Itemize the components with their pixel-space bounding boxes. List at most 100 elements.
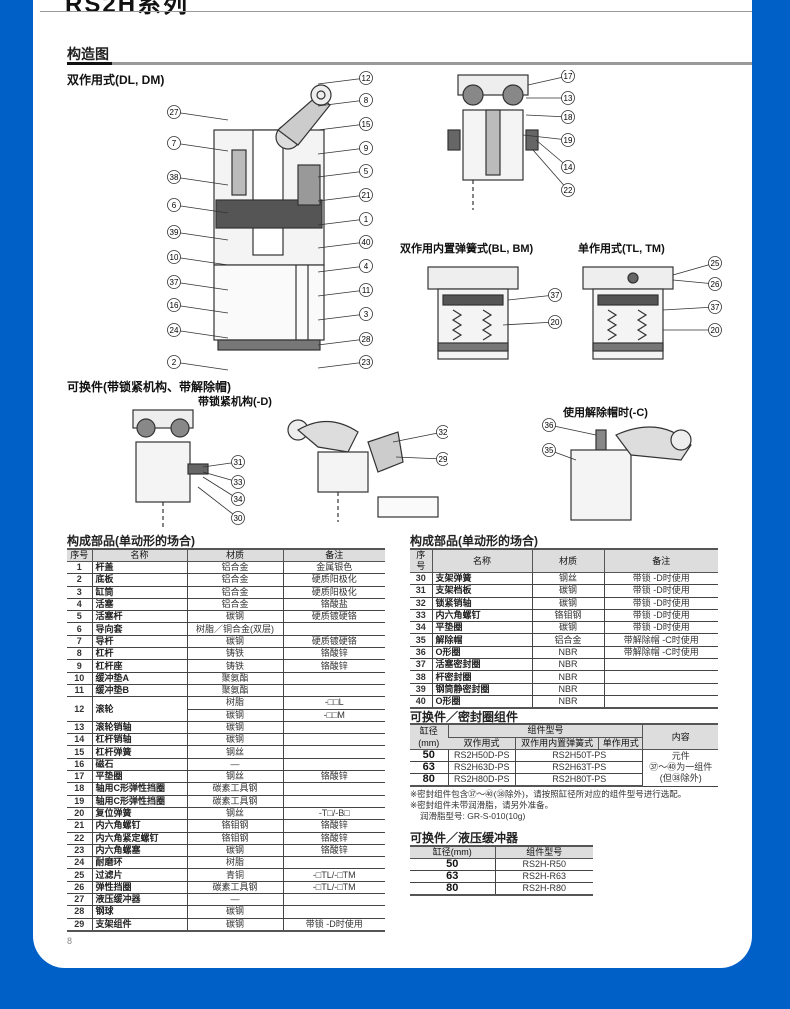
remark: 带解除帽 -C时使用: [603, 646, 718, 660]
part-no: 14: [67, 733, 92, 747]
material: 树脂: [186, 696, 283, 710]
part-no: 18: [67, 782, 92, 796]
part-no: 5: [67, 610, 92, 624]
buffer-model: RS2H-R80: [494, 882, 593, 896]
callout-number: 13: [564, 94, 573, 103]
callout-number: 9: [364, 144, 369, 153]
part-no: 31: [410, 584, 432, 598]
callout-number: 3: [364, 310, 369, 319]
part-no: 15: [67, 745, 92, 759]
part-name: 耐磨环: [91, 856, 187, 870]
callout-circle: [708, 323, 722, 337]
part-no: 1: [67, 561, 92, 575]
part-no: 40: [410, 695, 432, 709]
part-name: 支架组件: [91, 918, 187, 932]
h-bore-unit: (mm): [418, 738, 440, 748]
part-no: 29: [67, 918, 92, 932]
structure-title: 构造图: [67, 46, 109, 62]
callout-circle: [708, 300, 722, 314]
callout-circle: [359, 307, 373, 321]
material: 铝合金: [186, 598, 283, 612]
callout-circle: [359, 259, 373, 273]
callout-circle: [359, 235, 373, 249]
content-line: ㊲～㊵为一组件: [649, 762, 713, 773]
callout-number: 37: [170, 278, 179, 287]
material: 聚氨酯: [186, 684, 283, 698]
col-header: 名称: [431, 548, 532, 573]
callout-circle: [436, 425, 448, 439]
part-name: 内六角螺塞: [91, 844, 187, 858]
remark: 铬酸锌: [282, 770, 385, 784]
material: 碳钢: [531, 597, 604, 610]
col-header: 序号: [67, 548, 92, 562]
leader-line: [395, 456, 444, 460]
material: NBR: [531, 658, 604, 672]
callout-circle: [359, 332, 373, 346]
part-no: 32: [410, 597, 432, 610]
part-name: 杠杆: [91, 647, 187, 661]
da-model: RS2H63D-PS: [447, 761, 516, 774]
part-no: 37: [410, 658, 432, 672]
callout-circle: [167, 170, 181, 184]
callout-number: 16: [170, 301, 179, 310]
leader-line: [317, 123, 367, 131]
callout-number: 19: [564, 136, 573, 145]
part-name: 导杆: [91, 635, 187, 649]
callout-circle: [561, 133, 575, 147]
leader-line: [532, 149, 569, 191]
part-name: 磁石: [91, 758, 187, 772]
part-name: 轴用C形弹性挡圈: [91, 782, 187, 796]
part-name: 过滤片: [91, 868, 187, 882]
tl-label: 单作用式(TL, TM): [578, 243, 665, 255]
callout-number: 28: [362, 335, 371, 344]
callout-circle: [231, 455, 245, 469]
remark: [282, 795, 385, 808]
part-no: 21: [67, 819, 92, 833]
remark: 铬酸盐: [282, 598, 385, 612]
material: 碳钢: [186, 610, 283, 624]
h-da: 双作用式: [448, 737, 516, 750]
callout-circle: [167, 275, 181, 289]
seal-kit-title: 可换件／密封圈组件: [410, 710, 519, 724]
material: 钢丝: [186, 770, 283, 784]
part-name: 导向套: [91, 622, 187, 636]
callout-number: 40: [362, 238, 371, 247]
page-number: 8: [67, 936, 73, 946]
callout-number: 12: [362, 74, 371, 83]
callout-circle: [167, 298, 181, 312]
callout-number: 5: [364, 167, 369, 176]
callout-number: 10: [170, 253, 179, 262]
part-name: 活塞密封圈: [431, 658, 532, 672]
part-no: 3: [67, 586, 92, 599]
material: 碳钢: [186, 733, 283, 747]
series-title: RS2H系列: [65, 0, 190, 18]
part-no: 19: [67, 795, 92, 808]
material: NBR: [531, 683, 604, 696]
remark: [282, 622, 385, 636]
part-no: 10: [67, 672, 92, 685]
material: 碳素工具钢: [186, 881, 283, 895]
callout-circle: [436, 452, 448, 466]
leader-line: [662, 306, 716, 311]
remark: 带锁 -D时使用: [603, 597, 718, 610]
part-name: 解除帽: [431, 633, 532, 647]
part-name: 钢球: [91, 905, 187, 919]
callout-circle: [561, 183, 575, 197]
t-model: RS2H80T-PS: [514, 773, 643, 787]
remark: [282, 721, 385, 735]
material: 青铜: [186, 868, 283, 882]
